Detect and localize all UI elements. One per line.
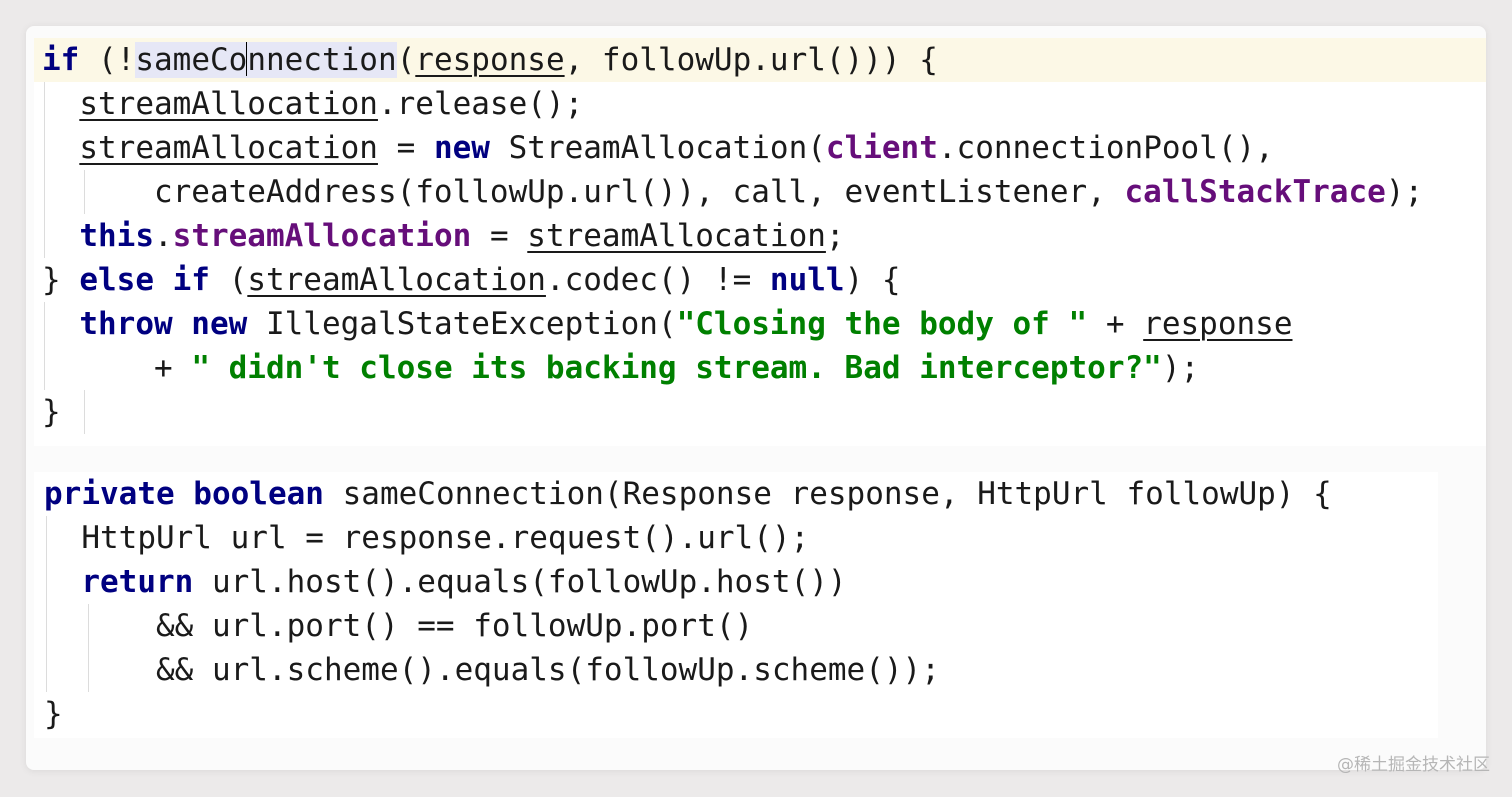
code-token: ); (1385, 174, 1424, 210)
code-line[interactable]: private boolean sameConnection(Response … (44, 472, 1332, 516)
code-token: } (42, 394, 61, 430)
code-line[interactable]: return url.host().equals(followUp.host()… (44, 560, 847, 604)
code-token: ( (396, 42, 416, 78)
code-token: = (377, 130, 434, 166)
code-token: + (42, 350, 192, 386)
indent-guide (44, 302, 45, 390)
code-token: this (79, 218, 154, 254)
code-token: && url.port() == followUp.port() (44, 608, 754, 644)
code-token: sameConnection(Response response, HttpUr… (323, 476, 1332, 512)
code-token: client (825, 130, 938, 166)
code-token: private boolean (44, 476, 324, 512)
code-token: null (769, 262, 845, 298)
code-token: else if (79, 262, 210, 298)
code-token: return (81, 564, 194, 600)
code-token: createAddress(followUp.url()), call, eve… (42, 174, 1125, 210)
code-token: = (471, 218, 528, 254)
indent-guide (44, 82, 45, 258)
code-line[interactable]: + " didn't close its backing stream. Bad… (42, 346, 1199, 390)
code-token: throw new (79, 306, 248, 342)
indent-guide (84, 390, 85, 434)
code-token: HttpUrl url = response.request().url(); (44, 520, 810, 556)
code-line[interactable]: } (42, 390, 61, 434)
code-token (42, 130, 79, 166)
code-token: , followUp.url())) { (564, 42, 938, 78)
code-token: nnection (247, 42, 397, 78)
code-token: streamAllocation (79, 86, 378, 122)
code-token: StreamAllocation( (489, 130, 826, 166)
code-token: IllegalStateException( (247, 306, 677, 342)
code-line[interactable]: streamAllocation.release(); (42, 82, 583, 126)
code-token: + (1087, 306, 1144, 342)
code-line[interactable]: this.streamAllocation = streamAllocation… (42, 214, 845, 258)
code-token: ( (209, 262, 248, 298)
code-token: streamAllocation (247, 262, 546, 298)
watermark-text: @稀土掘金技术社区 (1337, 755, 1490, 775)
code-editor-bottom[interactable]: private boolean sameConnection(Response … (34, 472, 1438, 738)
code-token: && url.scheme().equals(followUp.scheme()… (44, 652, 940, 688)
indent-guide (84, 170, 85, 214)
code-token (44, 564, 81, 600)
code-token: response (415, 42, 565, 78)
code-token: . (153, 218, 173, 254)
code-token: streamAllocation (172, 218, 472, 254)
indent-guide (88, 604, 89, 692)
code-token: callStackTrace (1124, 174, 1386, 210)
code-line[interactable]: streamAllocation = new StreamAllocation(… (42, 126, 1274, 170)
code-line[interactable]: } (44, 692, 63, 736)
code-token: "Closing the body of " (676, 306, 1088, 342)
code-token (42, 218, 79, 254)
code-line[interactable]: && url.port() == followUp.port() (44, 604, 753, 648)
code-line[interactable]: if (!sameConnection(response, followUp.u… (42, 38, 938, 82)
code-editor-top[interactable]: if (!sameConnection(response, followUp.u… (34, 38, 1486, 446)
code-token: sameCo (135, 42, 248, 78)
code-line[interactable]: throw new IllegalStateException("Closing… (42, 302, 1293, 346)
code-token: .codec() != (545, 262, 770, 298)
code-token: ; (825, 218, 845, 254)
code-line[interactable]: HttpUrl url = response.request().url(); (44, 516, 809, 560)
code-token: .release(); (377, 86, 584, 122)
code-line[interactable]: } else if (streamAllocation.codec() != n… (42, 258, 901, 302)
code-token (42, 86, 79, 122)
code-token: ) { (844, 262, 901, 298)
code-token: } (42, 262, 80, 298)
indent-guide (46, 516, 47, 692)
code-line[interactable]: && url.scheme().equals(followUp.scheme()… (44, 648, 940, 692)
code-token (42, 306, 79, 342)
code-token: ); (1161, 350, 1200, 386)
code-token: .connectionPool(), (937, 130, 1274, 166)
code-token: streamAllocation (527, 218, 826, 254)
code-line[interactable]: createAddress(followUp.url()), call, eve… (42, 170, 1423, 214)
code-token: url.host().equals(followUp.host()) (193, 564, 847, 600)
code-token: response (1143, 306, 1293, 342)
code-token: } (44, 696, 63, 732)
code-token: new (433, 130, 490, 166)
code-token: if (42, 42, 80, 78)
code-token: streamAllocation (79, 130, 378, 166)
code-token: " didn't close its backing stream. Bad i… (191, 350, 1162, 386)
code-token: (! (79, 42, 136, 78)
